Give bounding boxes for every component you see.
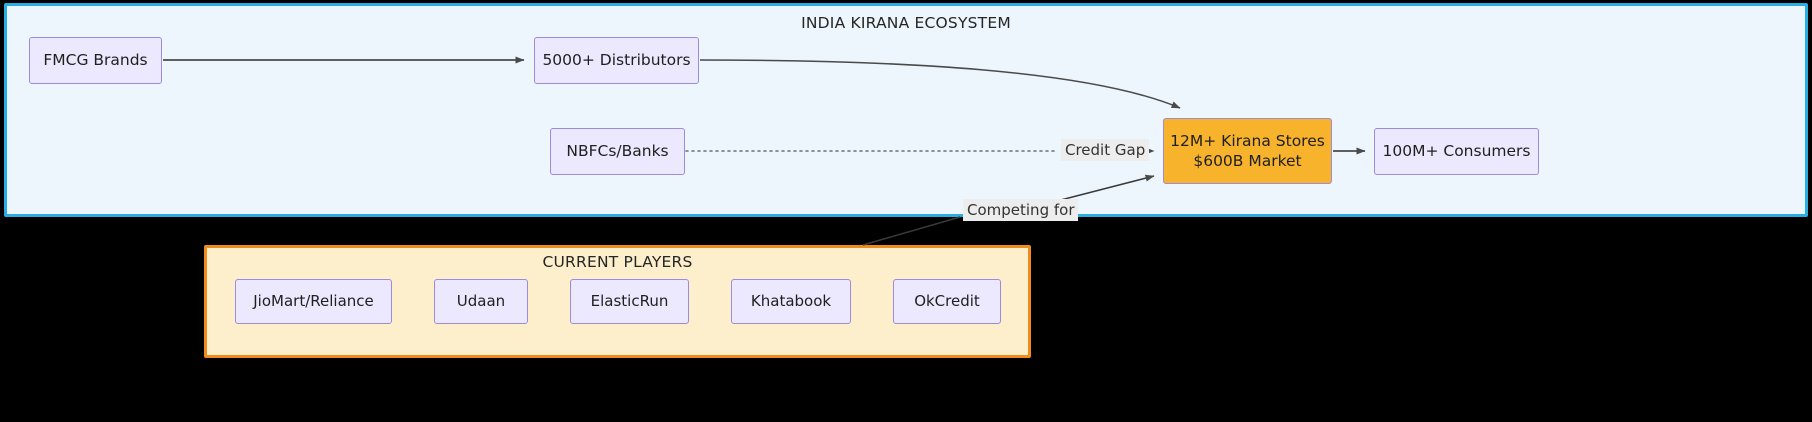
node-label: NBFCs/Banks <box>566 142 669 161</box>
edge-players-to-kirana-upper <box>1052 174 1155 203</box>
node-label: Udaan <box>456 291 506 310</box>
subgraph-title-current-players: CURRENT PLAYERS <box>542 253 693 271</box>
node-okcredit[interactable]: OkCredit <box>893 279 1001 324</box>
node-label: ElasticRun <box>590 291 669 310</box>
edge-distributors-to-kirana <box>699 59 1181 109</box>
node-udaan[interactable]: Udaan <box>434 279 528 324</box>
subgraph-india-kirana-ecosystem: INDIA KIRANA ECOSYSTEM <box>4 3 1808 217</box>
node-distributors[interactable]: 5000+ Distributors <box>534 37 699 84</box>
node-kirana-stores[interactable]: 12M+ Kirana Stores $600B Market <box>1163 118 1332 184</box>
node-label: Khatabook <box>750 291 832 310</box>
node-label: JioMart/Reliance <box>253 291 374 310</box>
node-label: OkCredit <box>914 291 980 310</box>
subgraph-title-ecosystem: INDIA KIRANA ECOSYSTEM <box>801 14 1011 32</box>
node-consumers[interactable]: 100M+ Consumers <box>1374 128 1539 175</box>
node-label-line-2: $600B Market <box>1193 152 1302 170</box>
node-elasticrun[interactable]: ElasticRun <box>570 279 689 324</box>
node-khatabook[interactable]: Khatabook <box>731 279 851 324</box>
node-label-line-1: 12M+ Kirana Stores <box>1170 131 1325 150</box>
node-label: 5000+ Distributors <box>542 51 691 70</box>
node-label: 100M+ Consumers <box>1382 142 1531 161</box>
edge-label-credit-gap: Credit Gap <box>1061 139 1150 161</box>
node-nbfcs-banks[interactable]: NBFCs/Banks <box>550 128 685 175</box>
edge-label-competing-for: Competing for <box>963 199 1079 221</box>
node-jiomart-reliance[interactable]: JioMart/Reliance <box>235 279 392 324</box>
node-fmcg-brands[interactable]: FMCG Brands <box>29 37 162 84</box>
edge-players-to-kirana-lower <box>862 216 961 246</box>
node-label: FMCG Brands <box>43 51 148 70</box>
